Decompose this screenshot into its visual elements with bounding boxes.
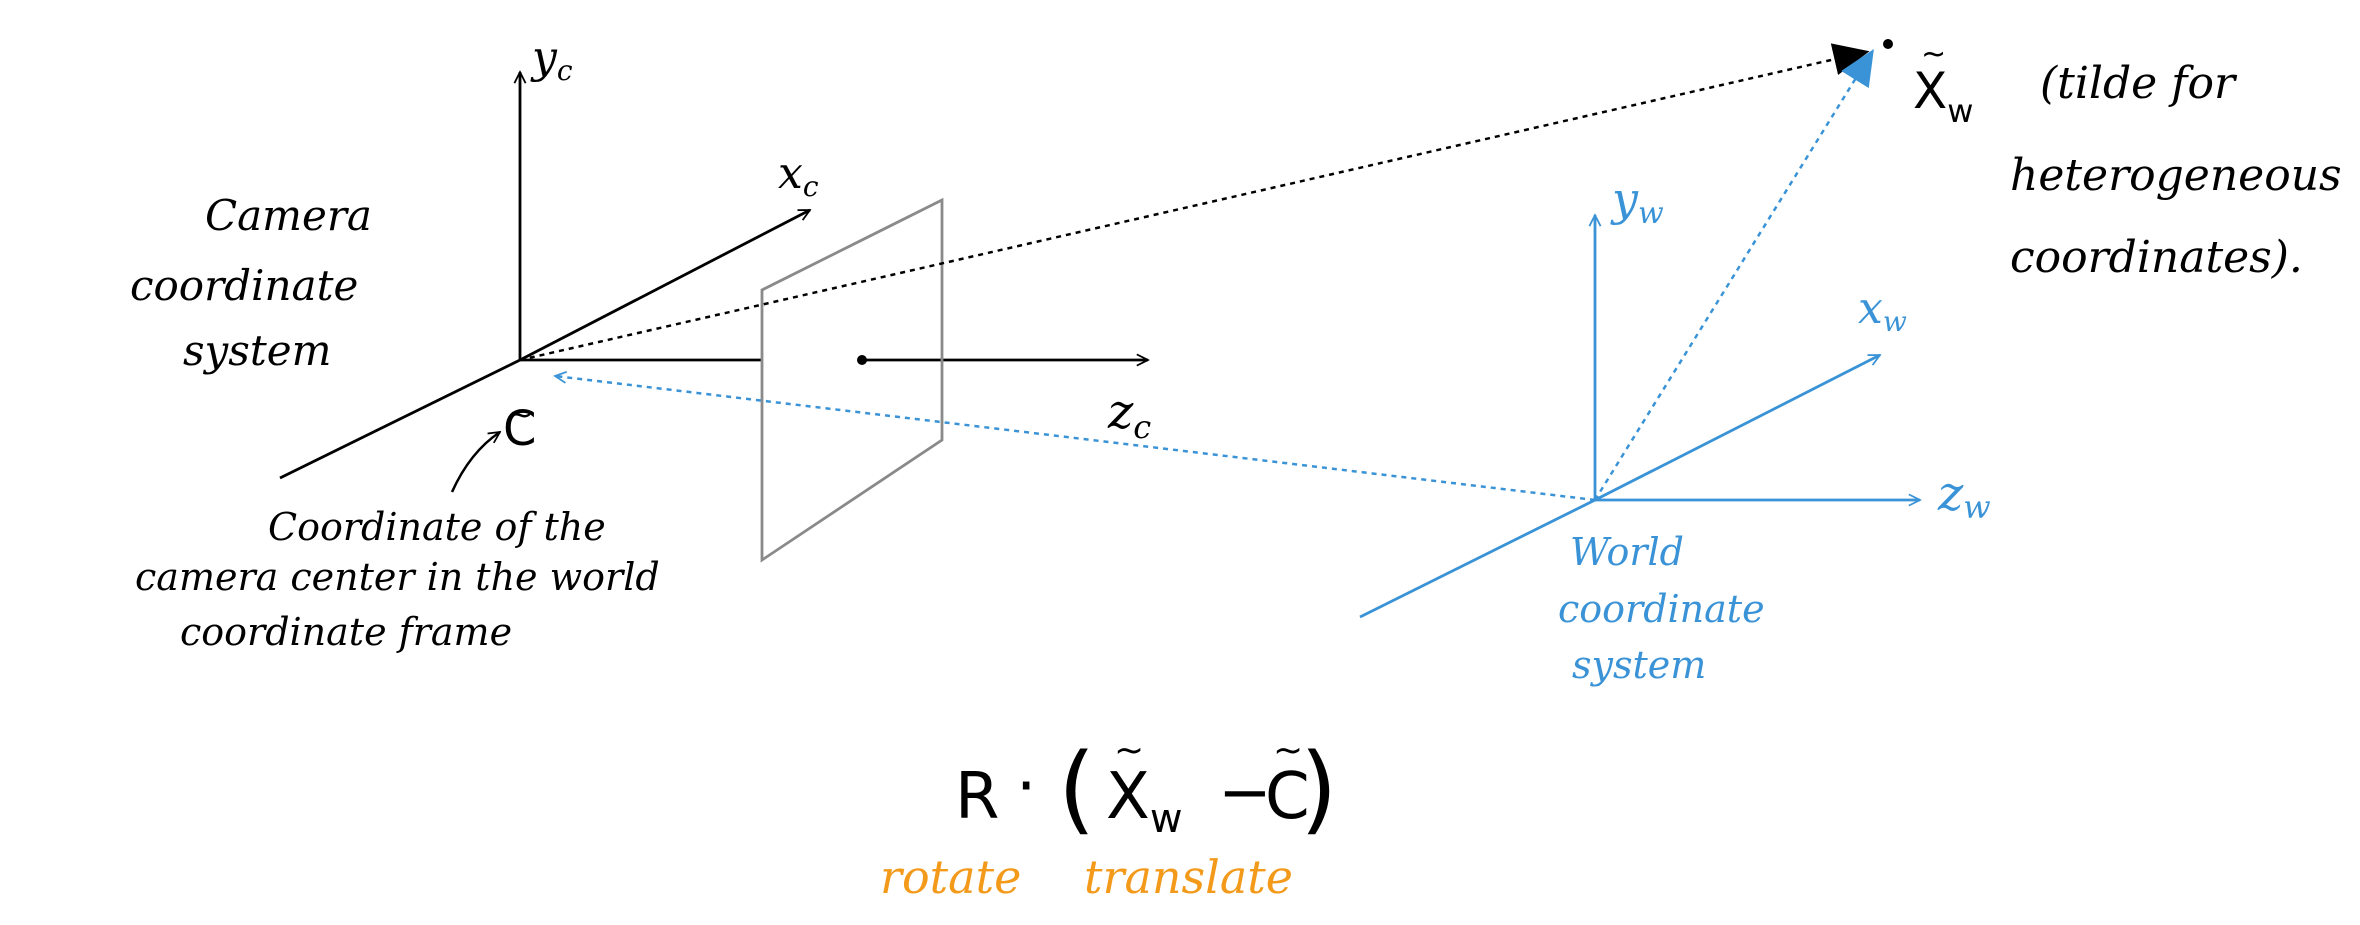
world-frame-label-line-1: World: [1570, 530, 1684, 574]
world-point-note-line-1: (tilde for: [2040, 58, 2238, 109]
projection-lines: [519, 39, 1893, 502]
camera-center-caption-line-3: coordinate frame: [180, 610, 512, 654]
equation-rotate-label: rotate: [880, 850, 1021, 904]
caption-pointer-arrow: [450, 432, 500, 493]
world-frame: yw xw zw World coordinate system: [1359, 172, 1991, 687]
world-point-label: Xw: [1913, 62, 1973, 130]
camera-frame-label-line-2: coordinate: [130, 261, 358, 310]
camera-center-caption-line-2: camera center in the world: [135, 555, 660, 599]
equation: R · ( ~ Xw − ~ C ) rotate translate: [880, 730, 1337, 904]
world-frame-label-line-3: system: [1572, 643, 1706, 687]
camera-x-axis-extension: [279, 358, 521, 480]
camera-z-axis-label: zc: [1107, 384, 1151, 446]
camera-center-label: C: [503, 401, 537, 457]
world-point-dot: [1883, 39, 1893, 49]
world-origin-to-point-ray: [1593, 48, 1874, 501]
camera-to-point-ray: [519, 43, 1870, 362]
world-point-note-line-3: coordinates).: [2010, 232, 2303, 283]
equation-x: Xw: [1106, 760, 1183, 842]
camera-center-tilde: ~: [508, 398, 533, 433]
principal-point: [857, 355, 867, 365]
equation-close-paren: ): [1300, 733, 1337, 845]
equation-translate-label: translate: [1084, 850, 1293, 904]
equation-x-tilde: ~: [1114, 730, 1144, 771]
camera-center-caption-line-1: Coordinate of the: [268, 505, 606, 549]
world-point-tilde: ~: [1921, 37, 1946, 72]
equation-minus: −: [1218, 756, 1272, 830]
world-point-note-line-2: heterogeneous: [2010, 150, 2342, 201]
equation-c-tilde: ~: [1273, 730, 1303, 771]
equation-open-paren: (: [1058, 733, 1095, 845]
world-x-axis-extension: [1359, 498, 1596, 619]
equation-c: C: [1265, 760, 1310, 834]
equation-dot: ·: [1016, 750, 1036, 824]
world-y-axis-label: yw: [1610, 172, 1664, 231]
world-origin-to-camera-center: [555, 376, 1596, 502]
equation-r: R: [955, 760, 999, 834]
camera-frame: Camera coordinate system yc xc zc ~ C Co…: [130, 32, 1151, 654]
world-z-axis-label: zw: [1937, 466, 1991, 526]
world-x-axis-label: xw: [1858, 283, 1907, 338]
world-x-axis: [1594, 353, 1880, 502]
camera-frame-label-line-3: system: [183, 326, 331, 375]
camera-frame-label-line-1: Camera: [205, 191, 372, 240]
world-frame-label-line-2: coordinate: [1558, 587, 1765, 631]
world-point: ~ Xw (tilde for heterogeneous coordinate…: [1913, 37, 2342, 283]
camera-y-axis-label: yc: [530, 32, 573, 87]
camera-x-axis: [519, 208, 810, 362]
image-plane: [760, 197, 944, 563]
camera-x-axis-label: xc: [778, 148, 819, 203]
